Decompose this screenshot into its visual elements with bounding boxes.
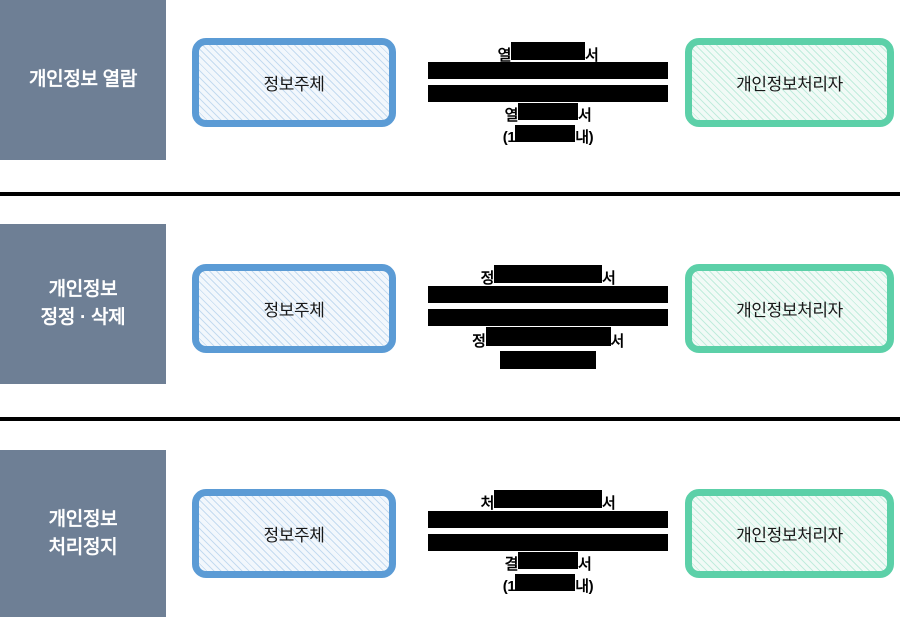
flow-label-below-line1-suffix-correction: 서 <box>610 333 625 350</box>
flow-label-above-suffix-suspension: 서 <box>602 495 616 512</box>
flow-arrow-response-correction <box>428 309 668 326</box>
section-divider-2 <box>0 417 900 421</box>
flow-label-below-line2-suspension: (1 내) <box>428 573 668 596</box>
flow-label-above-prefix-access: 열 <box>497 47 512 64</box>
category-label-processing-suspension: 개인정보 처리정지 <box>48 508 118 558</box>
category-label-correction-deletion: 개인정보 정정 · 삭제 <box>40 279 126 328</box>
flow-label-below-line2-prefix-suspension: (1 <box>502 577 516 595</box>
flow-label-below-line2-correction <box>428 350 668 374</box>
redacted-text-block <box>515 573 576 591</box>
flow-label-below-line2-access: (1 내) <box>428 124 668 147</box>
flow-label-below-line1-suffix-access: 서 <box>578 107 592 124</box>
redacted-text-block <box>515 124 576 142</box>
actor-label-subject-suspension: 정보주체 <box>263 526 325 545</box>
redacted-text-block <box>511 42 585 60</box>
category-panel-processing-suspension: 개인정보 처리정지 <box>0 450 166 617</box>
flow-arrow-response-access <box>428 85 668 102</box>
flow-label-below-line2-suffix-access: 내) <box>575 128 594 146</box>
actor-label-controller-correction: 개인정보처리자 <box>736 301 843 320</box>
flow-label-below-line1-prefix-suspension: 결 <box>504 556 519 573</box>
category-panel-correction-deletion: 개인정보 정정 · 삭제 <box>0 224 166 384</box>
flow-label-above-prefix-correction: 정 <box>480 270 495 287</box>
actor-box-controller-correction[interactable]: 개인정보처리자 <box>685 264 894 353</box>
actor-box-subject-correction[interactable]: 정보주체 <box>192 264 396 353</box>
actor-box-subject-access[interactable]: 정보주체 <box>192 38 396 127</box>
category-label-access: 개인정보 열람 <box>28 69 138 91</box>
redacted-text-block <box>518 103 578 120</box>
flow-label-below-line1-prefix-access: 열 <box>504 107 519 124</box>
redacted-text-block <box>518 552 578 569</box>
flow-arrow-request-correction <box>428 286 668 303</box>
flow-label-above-suffix-correction: 서 <box>602 270 616 287</box>
actor-label-subject-access: 정보주체 <box>263 75 325 94</box>
flow-arrow-response-suspension <box>428 534 668 551</box>
flow-label-above-suffix-access: 서 <box>585 47 599 64</box>
flow-arrow-request-access <box>428 62 668 79</box>
actor-label-subject-correction: 정보주체 <box>263 301 325 320</box>
redacted-text-block <box>485 327 611 346</box>
flow-arrow-request-suspension <box>428 511 668 528</box>
actor-label-controller-suspension: 개인정보처리자 <box>736 526 843 545</box>
flow-label-below-line2-prefix-access: (1 <box>502 128 516 146</box>
actor-box-controller-access[interactable]: 개인정보처리자 <box>685 38 894 127</box>
redacted-text-block <box>494 490 602 508</box>
flow-label-above-prefix-suspension: 처 <box>480 495 495 512</box>
flow-label-below-line1-prefix-correction: 정 <box>472 333 486 350</box>
flow-label-below-line1-suffix-suspension: 서 <box>578 556 592 573</box>
actor-label-controller-access: 개인정보처리자 <box>736 75 843 94</box>
flow-label-below-line2-suffix-suspension: 내) <box>575 577 594 595</box>
redacted-text-block <box>500 350 596 369</box>
category-panel-access: 개인정보 열람 <box>0 0 166 160</box>
actor-box-controller-suspension[interactable]: 개인정보처리자 <box>685 489 894 578</box>
redacted-text-block <box>494 265 602 283</box>
actor-box-subject-suspension[interactable]: 정보주체 <box>192 489 396 578</box>
section-divider-1 <box>0 192 900 196</box>
